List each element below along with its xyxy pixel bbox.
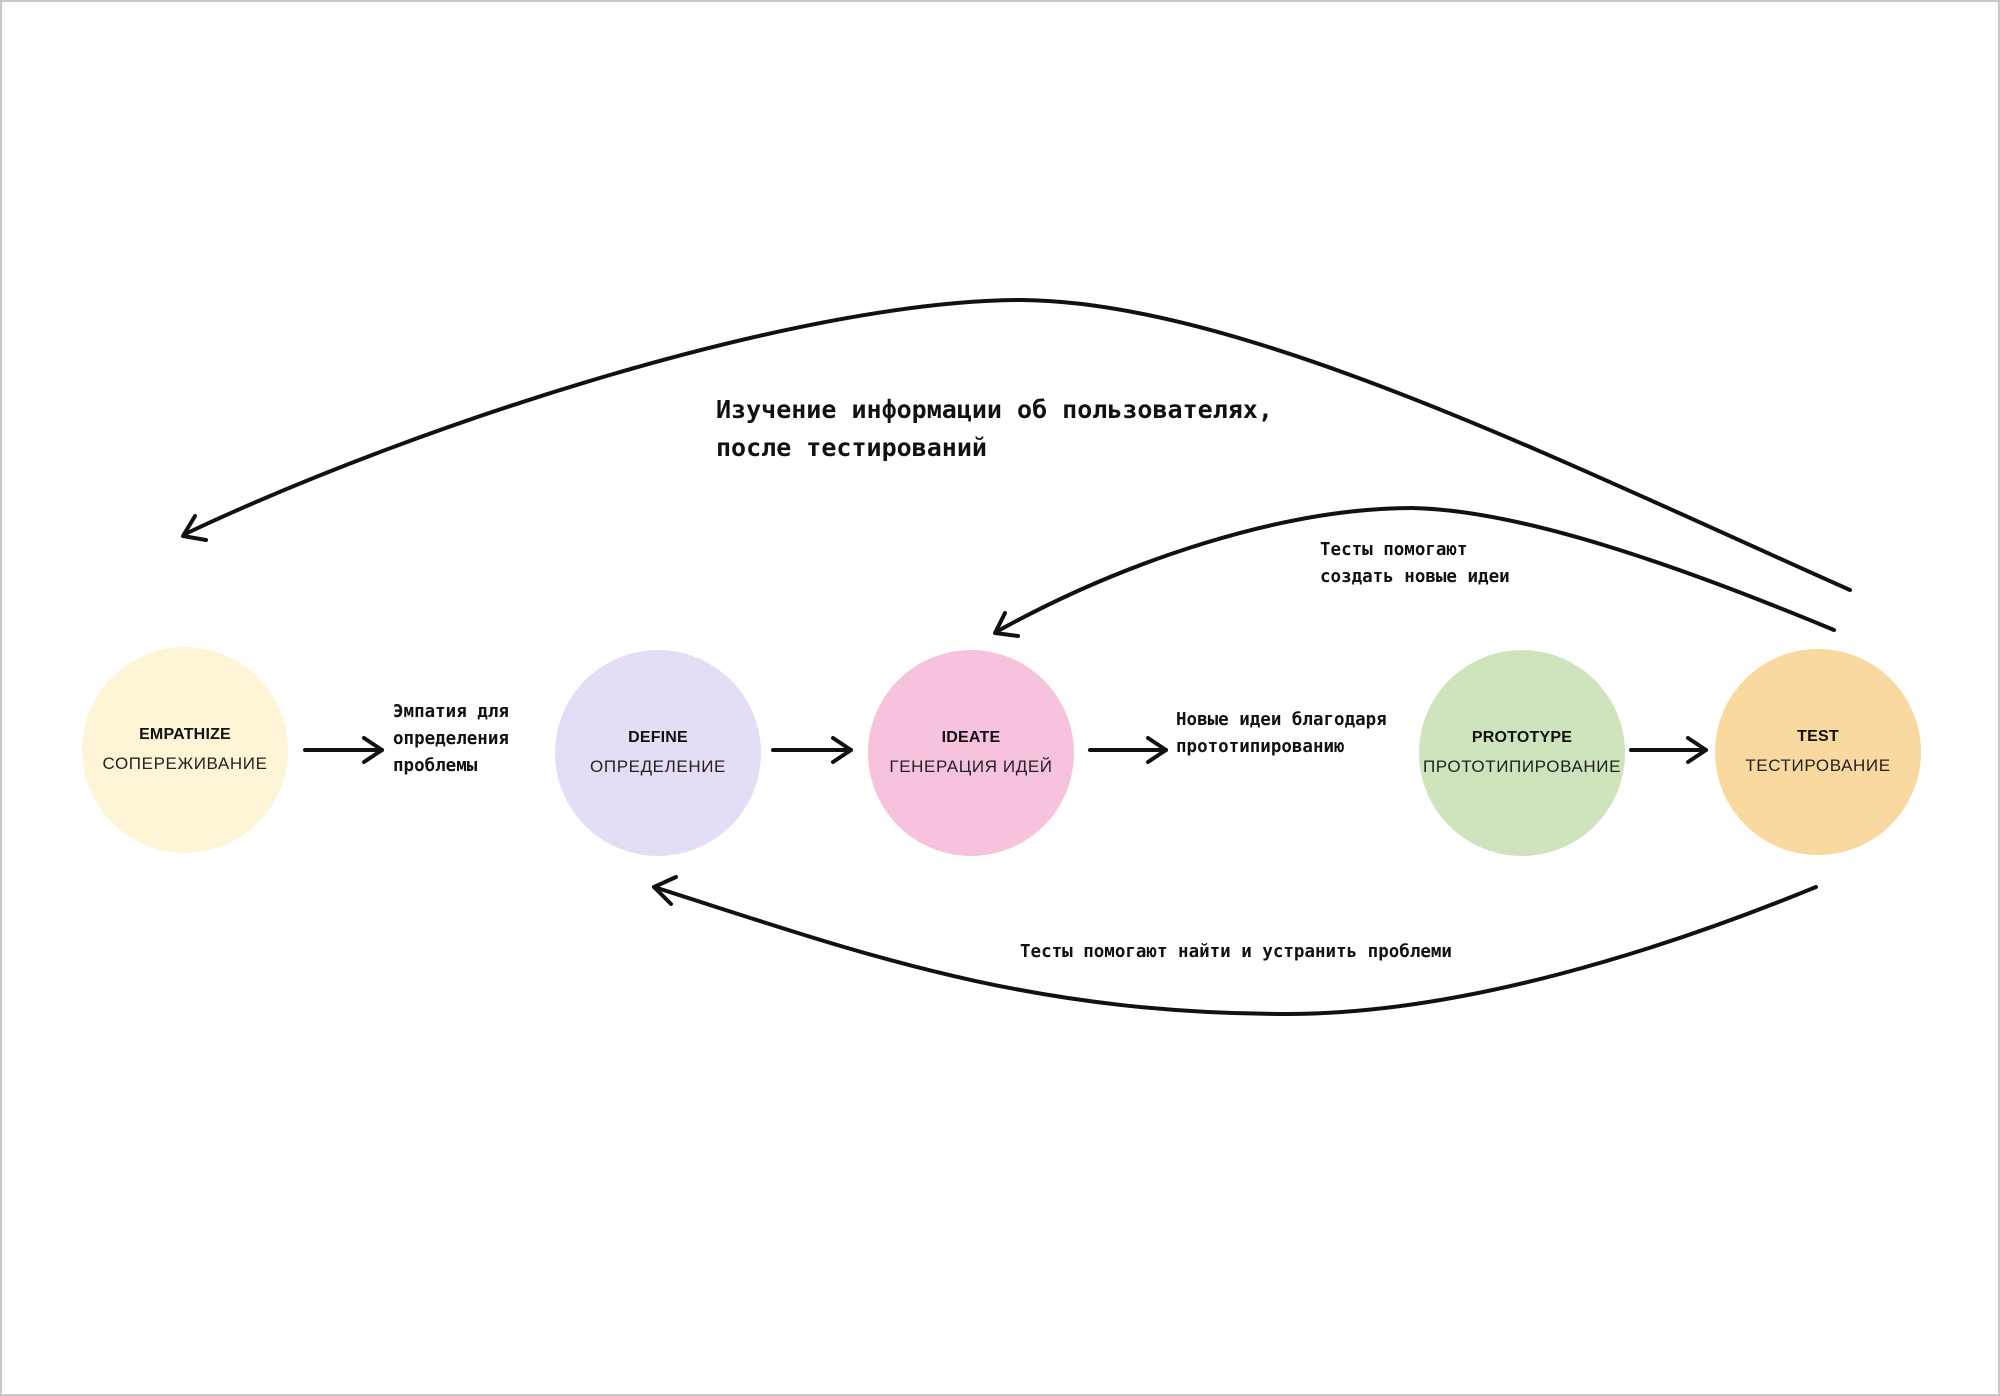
stage-prototype-title: PROTOTYPE [1471,729,1573,746]
stage-empathize-title: EMPATHIZE [139,726,231,743]
arrow-test-to-empathize-loop [181,298,1852,592]
stage-test-title: TEST [1797,728,1839,745]
note-research-loop-line-2: после тестирований [716,433,987,462]
note-tests-ideas-line-1: Тесты помогают [1320,540,1468,560]
note-tests-problems: Тесты помогают найти и устранить проблем… [1020,939,1452,966]
note-research-loop-line-1: Изучение информации об пользователях, [716,395,1273,424]
note-tests-ideas-line-2: создать новые идеи [1320,567,1510,587]
stage-define-title: DEFINE [628,729,688,746]
stage-empathize: EMPATHIZE СОПЕРЕЖИВАНИЕ [82,647,288,853]
arrow-ideate-to-prototype [1088,736,1168,764]
note-empathy-define-line-3: проблемы [393,756,478,776]
stage-ideate-subtitle: ГЕНЕРАЦИЯ ИДЕЙ [889,757,1053,776]
arrow-prototype-to-test [1629,736,1708,764]
arrow-define-to-ideate [771,736,853,764]
arrow-test-to-ideate-loop [993,506,1836,638]
note-research-loop: Изучение информации об пользователях, по… [716,391,1273,467]
stage-test-subtitle: ТЕСТИРОВАНИЕ [1745,756,1891,775]
note-new-ideas: Новые идеи благодаря прототипированию [1176,707,1387,761]
stage-define: DEFINE ОПРЕДЕЛЕНИЕ [555,650,761,856]
stage-prototype-subtitle: ПРОТОТИПИРОВАНИЕ [1422,757,1622,776]
stage-prototype: PROTOTYPE ПРОТОТИПИРОВАНИЕ [1419,650,1625,856]
note-new-ideas-line-1: Новые идеи благодаря [1176,710,1387,730]
arrow-empathize-to-define [303,736,384,764]
stage-define-subtitle: ОПРЕДЕЛЕНИЕ [590,757,726,776]
note-tests-ideas: Тесты помогают создать новые идеи [1320,537,1510,591]
arrow-test-to-define-loop [652,875,1818,1016]
note-empathy-define-line-1: Эмпатия для [393,702,509,722]
stage-ideate: IDEATE ГЕНЕРАЦИЯ ИДЕЙ [868,650,1074,856]
stage-test: TEST ТЕСТИРОВАНИЕ [1715,649,1921,855]
note-empathy-define: Эмпатия для определения проблемы [393,699,509,780]
note-new-ideas-line-2: прототипированию [1176,737,1345,757]
stage-ideate-title: IDEATE [941,729,1001,746]
note-empathy-define-line-2: определения [393,729,509,749]
stage-empathize-subtitle: СОПЕРЕЖИВАНИЕ [102,754,268,773]
note-tests-problems-line-1: Тесты помогают найти и устранить проблем… [1020,942,1452,962]
